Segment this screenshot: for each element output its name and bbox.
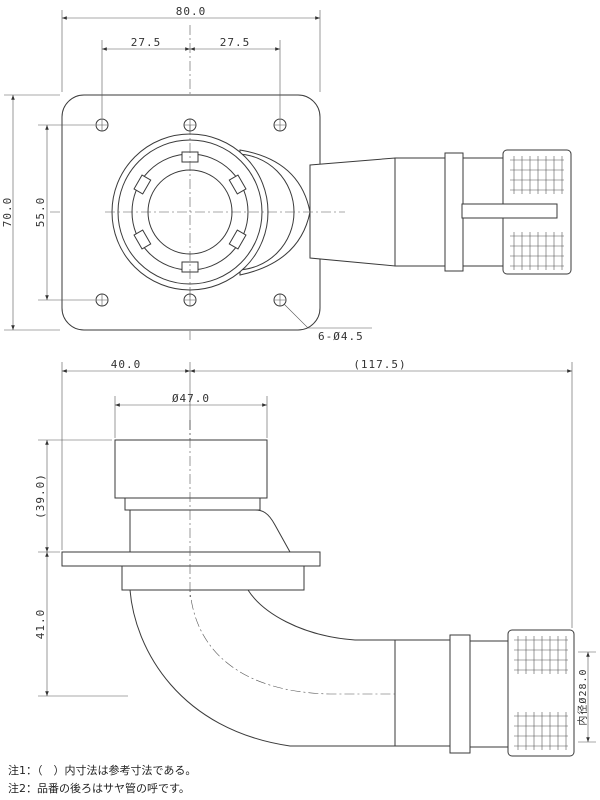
sleeve-nut — [507, 629, 575, 757]
top-dimensions: 80.0 27.5 27.5 70.0 55.0 6-Ø4.5 — [1, 5, 372, 343]
outlet-collar — [394, 639, 451, 747]
offset-label: 40.0 — [111, 358, 142, 371]
sleeve-nut-knurl — [510, 156, 564, 270]
outlet-bore-label: 内径Ø28.0 — [576, 668, 589, 725]
sleeve-slot — [461, 203, 558, 219]
height-lower-label: 41.0 — [34, 609, 47, 640]
body-head — [114, 439, 268, 499]
outlet-pipe-top — [239, 149, 572, 276]
sleeve-nut-knurl — [514, 636, 568, 750]
length-ref-label: (117.5) — [353, 358, 406, 371]
width-total-label: 80.0 — [176, 5, 207, 18]
elbow-pipe — [129, 420, 560, 747]
height-inner-label: 55.0 — [34, 197, 47, 228]
side-view: 40.0 (117.5) Ø47.0 (39.0) 41.0 内径Ø28.0 — [34, 358, 596, 757]
body-neck — [129, 509, 291, 553]
outlet-collar — [394, 157, 446, 267]
pitch-right-label: 27.5 — [220, 36, 251, 49]
hole-note-label: 6-Ø4.5 — [318, 330, 364, 343]
height-total-label: 70.0 — [1, 197, 14, 228]
side-flange — [61, 551, 321, 567]
note-1: 注1：（ ）内寸法は参考寸法である。 — [8, 764, 197, 777]
top-view: 80.0 27.5 27.5 70.0 55.0 6-Ø4.5 — [1, 5, 572, 343]
body-diameter-label: Ø47.0 — [172, 392, 210, 405]
body-collar — [124, 497, 261, 511]
flange-boss — [121, 565, 305, 591]
outlet-fitting-side — [394, 629, 575, 757]
pitch-left-label: 27.5 — [131, 36, 162, 49]
height-ref-label: (39.0) — [34, 473, 47, 519]
side-dimensions: 40.0 (117.5) Ø47.0 (39.0) 41.0 内径Ø28.0 — [34, 358, 596, 743]
outlet-body — [469, 640, 511, 748]
note-2: 注2：品番の後ろはサヤ管の呼です。 — [8, 782, 190, 795]
outlet-ring — [444, 152, 464, 272]
outlet-ring — [449, 634, 471, 754]
